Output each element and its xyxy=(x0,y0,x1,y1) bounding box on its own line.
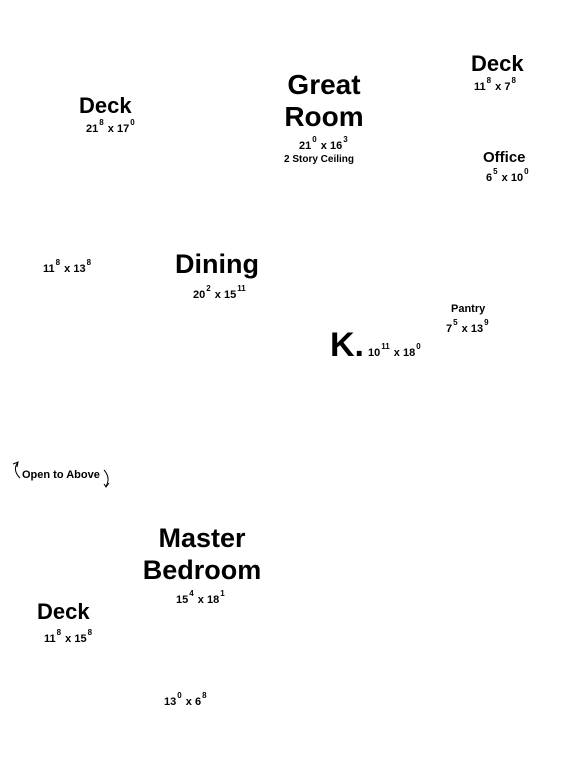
dim-width-inches: 11 xyxy=(381,342,390,351)
deck-left-dimensions: 218 x 170 xyxy=(86,117,136,135)
dim-height-inches: 8 xyxy=(202,691,207,700)
dim-width-inches: 8 xyxy=(56,628,62,637)
office-dimensions: 65 x 100 xyxy=(486,166,530,184)
great-room-dimensions: 210 x 163 xyxy=(299,134,349,152)
dim-width: 21 xyxy=(86,123,99,135)
dim-width: 11 xyxy=(43,263,55,275)
master-bedroom-label-line1: Master xyxy=(158,523,246,553)
dim-width-inches: 5 xyxy=(493,167,498,176)
dim-width-inches: 5 xyxy=(453,318,458,327)
deck-right-label: Deck xyxy=(471,51,524,76)
arrow-curve-left xyxy=(14,461,21,479)
dim-height: 18 xyxy=(206,594,220,606)
dim-height: 17 xyxy=(116,123,130,135)
left-room-dimensions: 118 x 138 xyxy=(43,257,92,275)
dining-label: Dining xyxy=(175,249,259,279)
dim-width-inches: 8 xyxy=(99,118,104,127)
dim-separator: x xyxy=(461,323,468,335)
arrow-curve-right xyxy=(103,469,109,487)
dim-separator: x xyxy=(185,696,192,708)
dim-height-inches: 8 xyxy=(87,628,93,637)
arrow-head-left xyxy=(12,461,19,468)
arrow-head-right xyxy=(103,482,110,488)
dim-width: 7 xyxy=(446,323,453,335)
dim-height-inches: 0 xyxy=(130,118,135,127)
dim-height: 15 xyxy=(74,633,87,645)
dim-height: 18 xyxy=(402,347,416,359)
dim-height: 16 xyxy=(329,140,343,152)
dim-width-inches: 0 xyxy=(177,691,182,700)
dim-width: 20 xyxy=(193,289,206,301)
dim-height-inches: 3 xyxy=(343,135,348,144)
master-bedroom-label-line2: Bedroom xyxy=(142,555,262,585)
dim-separator: x xyxy=(65,633,72,645)
dim-width: 11 xyxy=(44,633,56,645)
great-room-label-line2: Room xyxy=(284,101,364,132)
dim-separator: x xyxy=(197,594,204,606)
dim-width: 11 xyxy=(474,81,486,93)
dim-height-inches: 8 xyxy=(511,76,516,85)
dim-height: 6 xyxy=(194,696,202,708)
pantry-label: Pantry xyxy=(451,303,486,315)
kitchen-dimensions: 1011 x 180 xyxy=(368,341,422,359)
dim-width: 15 xyxy=(176,594,189,606)
dim-height-inches: 0 xyxy=(416,342,421,351)
dim-separator: x xyxy=(320,140,327,152)
great-room-ceiling-note: 2 Story Ceiling xyxy=(284,154,355,165)
dim-width-inches: 8 xyxy=(55,258,61,267)
dining-dimensions: 202 x 1511 xyxy=(193,283,247,301)
dim-height: 13 xyxy=(470,323,484,335)
dim-height-inches: 11 xyxy=(237,284,246,293)
dim-width-inches: 2 xyxy=(206,284,211,293)
deck-left-label: Deck xyxy=(79,93,132,118)
dim-separator: x xyxy=(495,81,502,93)
dim-separator: x xyxy=(393,347,400,359)
master-bedroom-dimensions: 154 x 181 xyxy=(176,588,226,606)
dim-separator: x xyxy=(107,123,114,135)
dim-separator: x xyxy=(214,289,221,301)
dim-separator: x xyxy=(64,263,71,275)
great-room-label-line1: Great xyxy=(287,69,361,100)
bottom-room-dimensions: 130 x 68 xyxy=(164,690,208,708)
dim-separator: x xyxy=(501,172,508,184)
dim-height-inches: 8 xyxy=(86,258,92,267)
dim-width-inches: 8 xyxy=(486,76,492,85)
great-room-label: Great Room xyxy=(278,69,370,133)
open-to-above-arrow-icon xyxy=(12,461,110,488)
dim-height: 13 xyxy=(73,263,86,275)
dim-height-inches: 1 xyxy=(220,589,225,598)
dim-height-inches: 0 xyxy=(524,167,529,176)
open-to-above-label: Open to Above xyxy=(22,469,100,481)
dim-width-inches: 4 xyxy=(189,589,194,598)
dim-height-inches: 9 xyxy=(484,318,489,327)
deck-bottom-label: Deck xyxy=(37,599,90,624)
dim-width: 10 xyxy=(368,347,381,359)
dim-height: 10 xyxy=(510,172,524,184)
office-label: Office xyxy=(483,149,526,166)
dim-width-inches: 0 xyxy=(312,135,317,144)
master-bedroom-label: Master Bedroom xyxy=(134,522,270,586)
dim-width: 13 xyxy=(164,696,177,708)
dim-height: 7 xyxy=(504,81,511,93)
kitchen-label: K. xyxy=(330,326,364,364)
dim-height: 15 xyxy=(223,289,237,301)
dim-width: 21 xyxy=(299,140,312,152)
pantry-dimensions: 75 x 139 xyxy=(446,317,490,335)
dim-width: 6 xyxy=(486,172,493,184)
deck-right-dimensions: 118 x 78 xyxy=(474,75,517,93)
deck-bottom-dimensions: 118 x 158 xyxy=(44,627,93,645)
